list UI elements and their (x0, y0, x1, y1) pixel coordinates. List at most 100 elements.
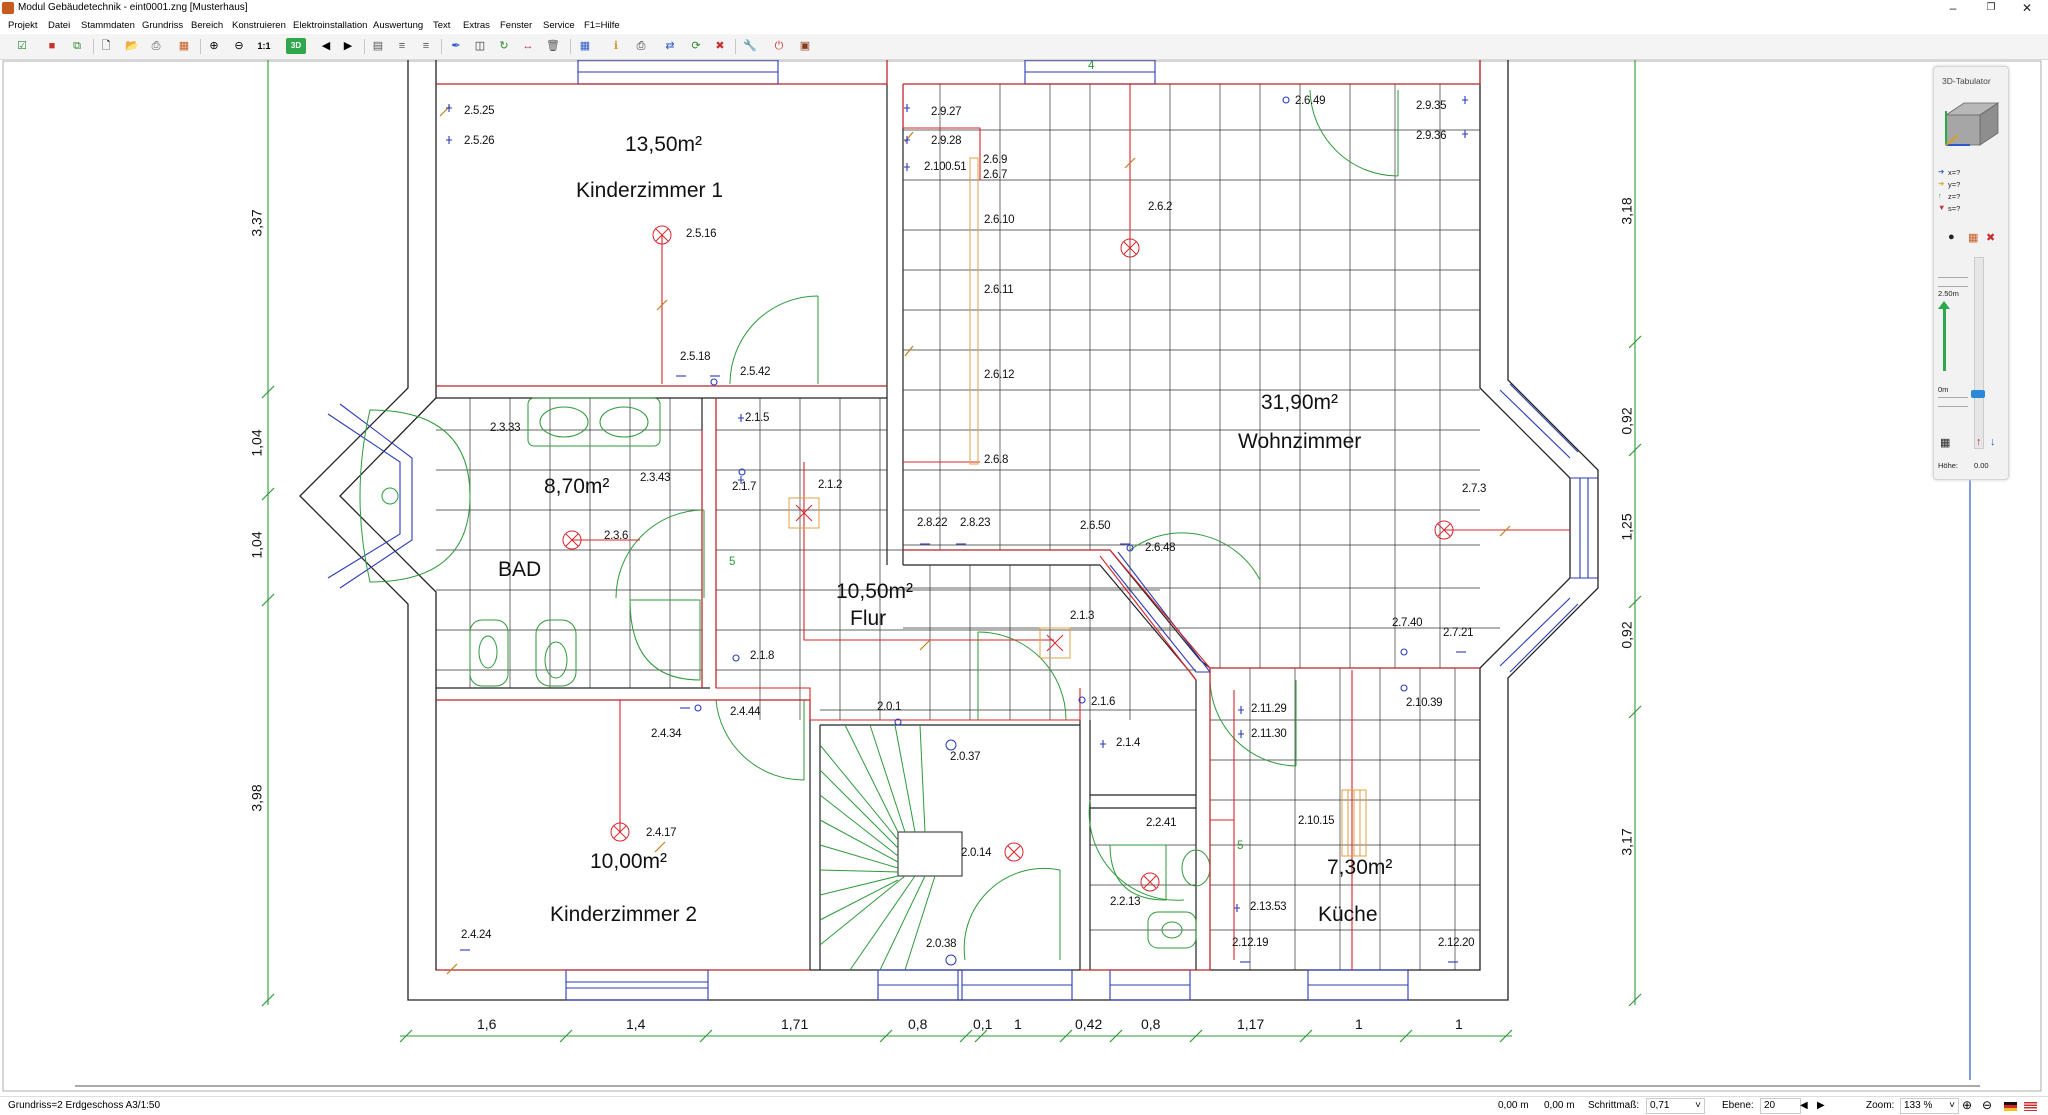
arrow-left-icon[interactable]: ◀ (321, 40, 331, 52)
symbol-label: 2.1.2 (818, 479, 843, 491)
menu-bereich[interactable]: Bereich (191, 20, 224, 31)
room-area-bad: 8,70m² (544, 475, 610, 498)
symbol-label: 2.8.22 (917, 517, 948, 529)
symbol-label: 2.0.14 (961, 847, 992, 859)
symbol-label: 2.9.27 (931, 106, 962, 118)
symbol-label: 2.4.17 (646, 827, 677, 839)
menu-extras[interactable]: Extras (463, 20, 490, 31)
draw-line-icon[interactable]: ✒ (451, 40, 461, 52)
symbol-label: 2.6.11 (984, 284, 1014, 296)
menu-stammdaten[interactable]: Stammdaten (81, 20, 135, 31)
open-folder-icon[interactable]: 📂 (125, 40, 139, 52)
refresh-icon[interactable]: ↻ (499, 40, 509, 52)
zoom-1to1-button[interactable]: 1:1 (257, 41, 271, 51)
info-icon[interactable]: ℹ (613, 40, 619, 52)
view-sphere-icon[interactable]: ● (1948, 231, 1955, 243)
drawing-canvas[interactable]: 13,50m² Kinderzimmer 1 8,70m² BAD 10,50m… (0, 60, 2048, 1100)
print-icon[interactable]: ⎙ (151, 40, 161, 52)
3d-cube-icon[interactable] (1940, 97, 2000, 149)
layer-icon[interactable]: ▤ (372, 40, 384, 52)
menu-grundriss[interactable]: Grundriss (142, 20, 184, 31)
status-bar: Grundriss=2 Erdgeschoss A3/1:50 0,00 m 0… (0, 1096, 2048, 1115)
symbol-label: 2.1.7 (732, 481, 757, 493)
menu-service[interactable]: Service (543, 20, 575, 31)
exchange-icon[interactable]: ⇄ (665, 40, 675, 52)
symbol-label: 2.5.25 (464, 105, 495, 117)
down-arrow-icon[interactable]: ↓ (1990, 436, 1996, 448)
hoehe-value[interactable]: 0.00 (1974, 461, 1989, 470)
close-button[interactable]: ✕ (2021, 1, 2033, 15)
symbol-label: 2.7.40 (1392, 617, 1423, 629)
arrow-right-icon[interactable]: ▶ (343, 40, 353, 52)
restore-button[interactable]: ❐ (1986, 2, 1996, 13)
floors-2-icon[interactable]: ≡ (422, 40, 430, 52)
symbol-label: 2.1.3 (1070, 610, 1095, 622)
copy-icon[interactable]: ⧉ (73, 40, 81, 52)
delete-icon[interactable]: 🗑 (546, 40, 560, 52)
print-preview-icon[interactable]: ⎙ (636, 40, 646, 52)
ebene-next-icon[interactable]: ▶ (1817, 1100, 1825, 1111)
dimension-label: 0,92 (1618, 621, 1635, 649)
measure-icon[interactable]: ↔ (522, 40, 534, 52)
symbol-label: 2.6.48 (1145, 542, 1176, 554)
symbol-label: 2.100.51 (924, 161, 967, 173)
zoom-in-icon[interactable]: ⊕ (209, 40, 219, 52)
power-icon[interactable]: ⏻ (774, 40, 784, 52)
menu-fenster[interactable]: Fenster (500, 20, 533, 31)
status-zoom-in-icon[interactable]: ⊕ (1962, 1098, 1973, 1112)
menu-auswertung[interactable]: Auswertung (373, 20, 424, 31)
properties-icon[interactable]: ◫ (474, 40, 486, 52)
view-grid-icon[interactable]: ▦ (1968, 232, 1979, 244)
floors-icon[interactable]: ≡ (398, 40, 406, 52)
report-icon[interactable]: ■ (48, 40, 56, 52)
dimension-label: 0,92 (1618, 407, 1635, 435)
dimension-label: 1 (1014, 1016, 1022, 1032)
minimize-button[interactable]: – (1949, 1, 1957, 15)
flag-us-icon[interactable] (2024, 1102, 2037, 1111)
status-ebene-label: Ebene: (1722, 1100, 1754, 1111)
menu-elektroinstallation[interactable]: Elektroinstallation (293, 20, 368, 31)
sheet-icon[interactable]: ▦ (178, 40, 190, 52)
room-name-wohnzimmer: Wohnzimmer (1238, 430, 1362, 453)
symbol-label: 2.1.6 (1091, 696, 1116, 708)
new-file-icon[interactable]: 🗋 (101, 40, 111, 52)
3d-tabulator-panel[interactable]: 3D-Tabulator ➔ x=? ➔ y=? ↑ z=? ▼ s=? ● ▦… (1933, 66, 2009, 480)
dimension-label: 0,8 (908, 1016, 928, 1032)
menu-datei[interactable]: Datei (48, 20, 71, 31)
symbol-label: 5 (1237, 840, 1244, 852)
symbol-label: 2.6.8 (984, 454, 1009, 466)
coord-y: y=? (1948, 180, 1961, 189)
menu-hilfe[interactable]: F1=Hilfe (584, 20, 620, 31)
symbol-label: 2.1.8 (750, 650, 775, 662)
height-slider-thumb[interactable] (1971, 390, 1985, 398)
view-reset-icon[interactable]: ✖ (1986, 232, 1996, 244)
zoom-out-icon[interactable]: ⊖ (234, 40, 244, 52)
calculator-icon[interactable]: ▦ (1940, 437, 1951, 449)
room-area-kueche: 7,30m² (1327, 856, 1393, 879)
symbol-label: 2.5.18 (680, 351, 711, 363)
symbol-label: 2.8.23 (960, 517, 991, 529)
book-icon[interactable]: ▣ (799, 40, 811, 52)
ebene-prev-icon[interactable]: ◀ (1800, 1100, 1808, 1111)
flag-de-icon[interactable] (2004, 1102, 2017, 1111)
menu-text[interactable]: Text (433, 20, 451, 31)
room-area-flur: 10,50m² (836, 580, 914, 603)
checklist-icon[interactable]: ☑ (17, 40, 27, 52)
menu-konstruieren[interactable]: Konstruieren (232, 20, 286, 31)
sync-icon[interactable]: ⟳ (691, 40, 701, 52)
dimension-label: 1,04 (248, 531, 265, 559)
up-arrow-icon[interactable]: ↑ (1976, 436, 1982, 448)
table-icon[interactable]: ▦ (579, 40, 591, 52)
menu-projekt[interactable]: Projekt (8, 20, 38, 31)
schritt-select[interactable]: 0,71˅ (1646, 1098, 1705, 1114)
zoom-select[interactable]: 133 %˅ (1900, 1098, 1959, 1114)
3d-button[interactable]: 3D (286, 38, 306, 54)
status-zoom-out-icon[interactable]: ⊖ (1982, 1098, 1993, 1112)
menu-bar: Projekt Datei Stammdaten Grundriss Berei… (0, 17, 2048, 34)
wrench-icon[interactable]: 🔧 (743, 40, 757, 52)
floor-plan-drawing (2, 60, 2042, 1092)
height-slider[interactable] (1974, 257, 1984, 449)
height-bar (1943, 307, 1946, 371)
ebene-input[interactable]: 20 (1760, 1098, 1801, 1114)
remove-icon[interactable]: ✖ (715, 40, 725, 52)
